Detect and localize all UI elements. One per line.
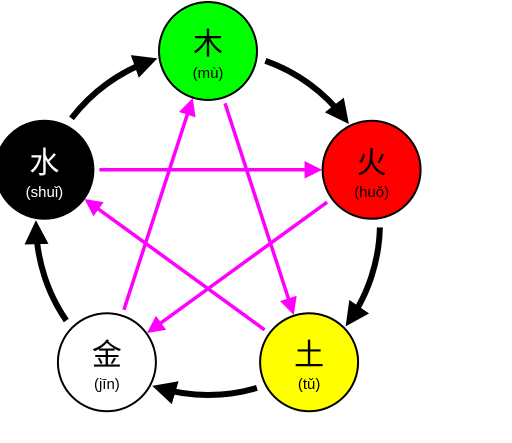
node-pinyin-fire: (huǒ)	[354, 184, 389, 201]
overcoming-arrow-fire-to-metal	[146, 200, 329, 334]
node-pinyin-water: (shuǐ)	[26, 184, 64, 201]
node-metal: 金 (jīn)	[56, 312, 157, 413]
overcoming-arrow-metal-to-wood	[122, 98, 196, 311]
generating-cycle-arrows	[24, 55, 383, 405]
node-circle-water	[0, 119, 95, 220]
node-circle-earth	[259, 312, 360, 413]
node-wood: 木 (mù)	[158, 1, 258, 101]
node-char-earth: 土	[294, 338, 324, 373]
node-pinyin-wood: (mù)	[193, 65, 224, 82]
generating-arrow-earth-to-metal	[152, 381, 258, 405]
generating-arrow-fire-to-earth	[345, 227, 383, 327]
overcoming-arrow-earth-to-water	[84, 198, 266, 332]
node-char-water: 水	[29, 146, 59, 181]
node-pinyin-earth: (tǔ)	[298, 376, 321, 393]
node-water: 水 (shuǐ)	[0, 119, 95, 220]
overcoming-arrow-wood-to-earth	[223, 102, 297, 316]
node-char-metal: 金	[92, 338, 122, 373]
node-fire: 火 (huǒ)	[321, 119, 422, 220]
node-circle-metal	[56, 312, 157, 413]
node-earth: 土 (tǔ)	[259, 312, 360, 413]
overcoming-cycle-arrows	[84, 98, 329, 334]
node-circle-wood	[158, 1, 258, 101]
generating-arrow-metal-to-water	[24, 220, 69, 323]
generating-arrow-water-to-wood	[69, 55, 158, 121]
node-char-fire: 火	[357, 146, 387, 181]
node-circle-fire	[321, 119, 422, 220]
generating-arrow-wood-to-fire	[264, 57, 349, 125]
element-nodes: 木 (mù) 火 (huǒ) 土 (tǔ) 金 (jīn) 水 (shuǐ)	[0, 1, 422, 413]
node-pinyin-metal: (jīn)	[94, 376, 120, 393]
node-char-wood: 木	[193, 27, 223, 62]
